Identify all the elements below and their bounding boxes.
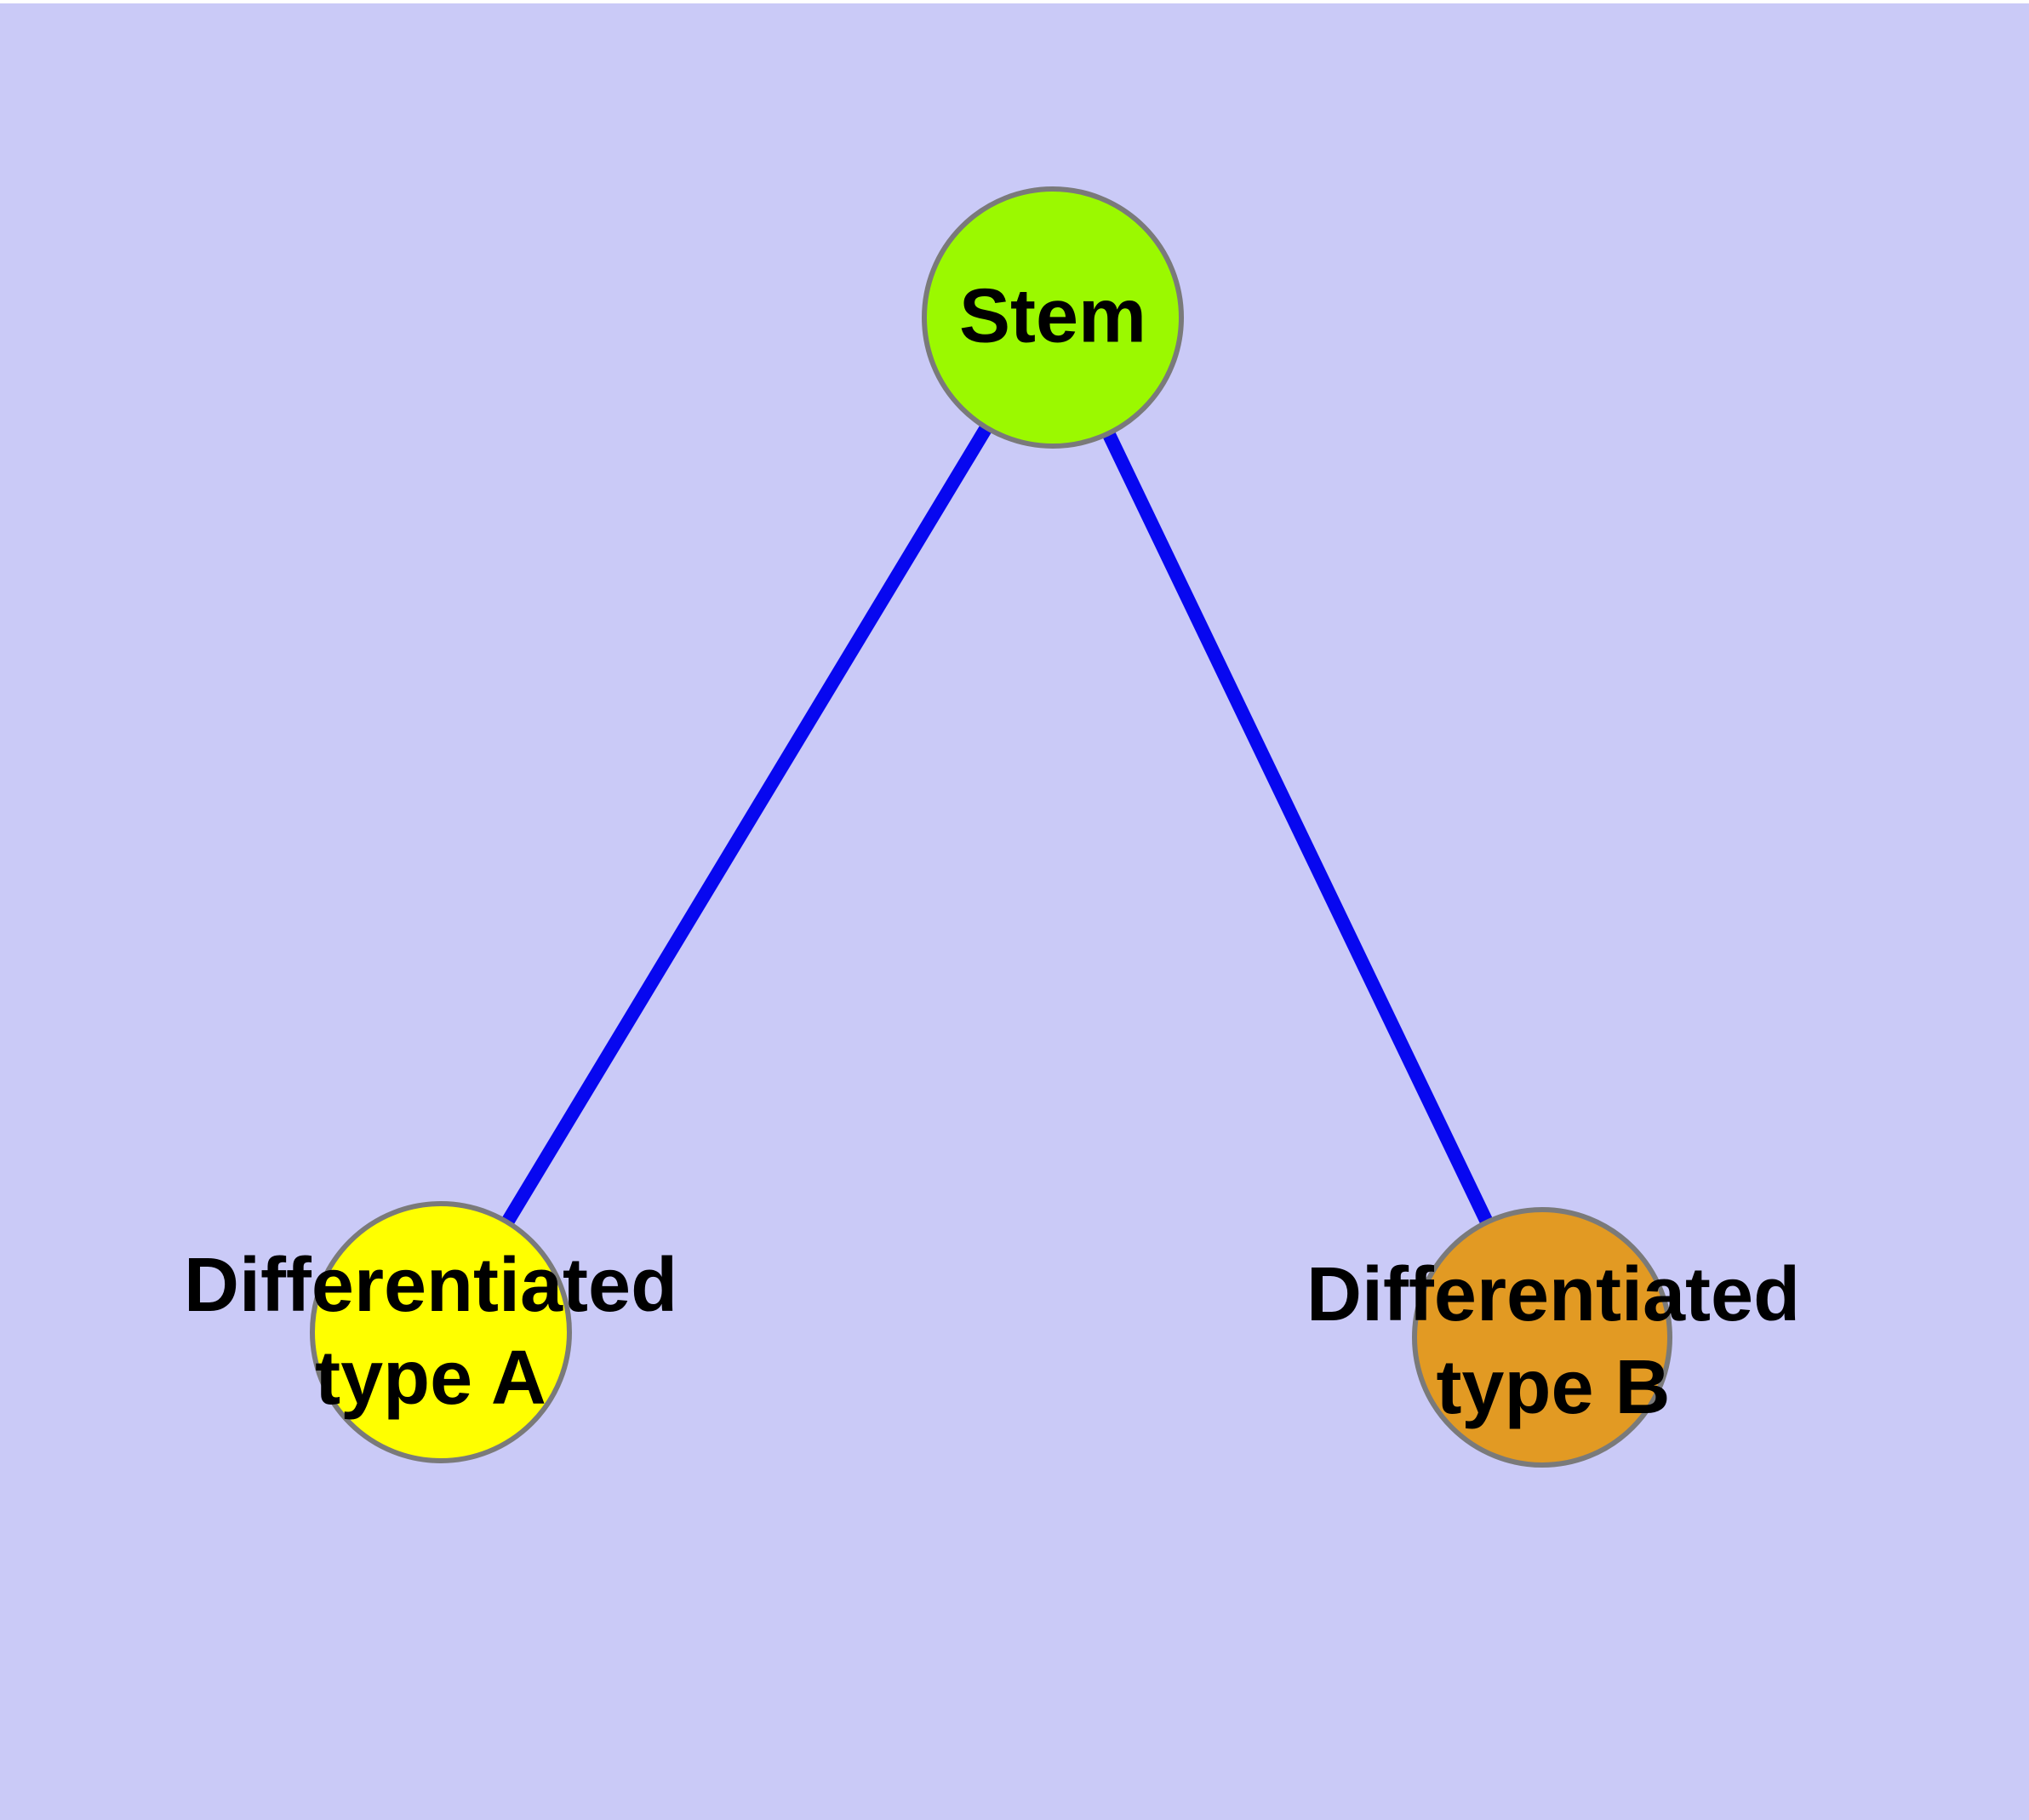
- node-circle-type-b: [1412, 1207, 1672, 1468]
- edge-stem-to-type-a: [435, 313, 1059, 1336]
- node-circle-type-a: [310, 1201, 572, 1463]
- node-label-type-a: Differentiated type A: [184, 1239, 677, 1425]
- edge-stem-to-type-b: [1046, 314, 1549, 1341]
- node-label-type-a-line1: Differentiated: [183, 1243, 678, 1328]
- node-circle-stem: [922, 186, 1184, 449]
- node-label-type-b: Differentiated type B: [1306, 1249, 1800, 1434]
- node-label-stem: Stem: [959, 271, 1146, 363]
- node-label-type-a-line2: type A: [315, 1336, 546, 1421]
- node-label-stem-text: Stem: [958, 273, 1147, 359]
- node-label-type-b-line1: Differentiated: [1306, 1252, 1801, 1337]
- node-label-type-b-line2: type B: [1436, 1345, 1671, 1430]
